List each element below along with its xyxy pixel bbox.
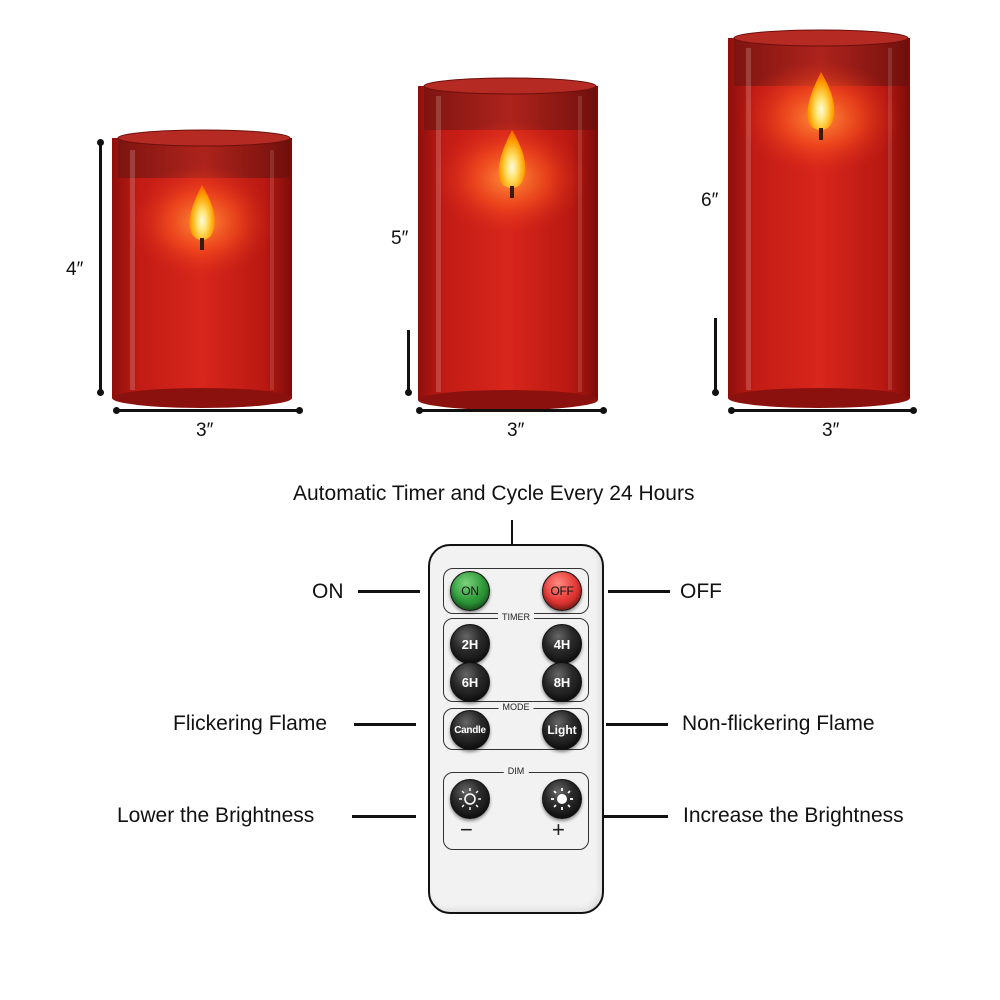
callout-increase-brightness: Increase the Brightness [683,804,904,827]
candle-medium [418,77,598,410]
height-label-medium: 5″ [391,228,409,249]
on-button[interactable]: ON [450,571,490,611]
dim-title: DIM [503,766,529,776]
height-label-small: 4″ [66,259,84,280]
callout-line [358,590,420,593]
remote-control: ON OFF TIMER 2H 4H 6H 8H MODE Candle Lig… [428,544,604,914]
timer-6h-button[interactable]: 6H [450,662,490,702]
callout-line [606,723,668,726]
height-label-large: 6″ [701,190,719,211]
flame-icon [807,72,835,140]
callout-on: ON [312,580,344,603]
plus-symbol: + [552,817,565,842]
height-dimension-line [407,330,410,394]
callout-off: OFF [680,580,722,603]
timer-4h-button[interactable]: 4H [542,624,582,664]
width-dimension-line [116,409,300,412]
sun-bright-icon [551,788,573,810]
light-mode-button[interactable]: Light [542,710,582,750]
width-label-medium: 3″ [507,420,525,441]
callout-lower-brightness: Lower the Brightness [117,804,315,827]
height-dimension-line [714,318,717,394]
dimension-endpoint [405,389,412,396]
height-dimension-line [99,143,102,393]
timer-caption: Automatic Timer and Cycle Every 24 Hours [293,482,695,505]
callout-flickering: Flickering Flame [173,712,328,735]
dimension-endpoint [600,407,607,414]
minus-symbol: − [460,817,473,842]
dimension-endpoint [97,139,104,146]
timer-8h-button[interactable]: 8H [542,662,582,702]
candle-illustration [112,29,910,410]
dimension-endpoint [97,389,104,396]
dimension-endpoint [728,407,735,414]
timer-title: TIMER [498,612,534,622]
dimension-endpoint [416,407,423,414]
width-label-small: 3″ [196,420,214,441]
timer-panel: TIMER 2H 4H 6H 8H [443,612,589,702]
dim-increase-button[interactable] [542,779,582,819]
width-label-large: 3″ [822,420,840,441]
dimension-endpoint [113,407,120,414]
callout-line [354,723,416,726]
width-dimension-line [420,409,604,412]
mode-panel: MODE Candle Light [443,702,589,750]
callout-line [608,590,670,593]
callout-line [604,815,668,818]
dimension-endpoint [712,389,719,396]
timer-2h-button[interactable]: 2H [450,624,490,664]
width-dimension-line [732,409,914,412]
flame-icon [498,130,526,198]
dim-panel: DIM − [443,766,589,850]
flame-icon [189,185,215,250]
mode-title: MODE [498,702,534,712]
candle-mode-button[interactable]: Candle [450,710,490,750]
candle-small [112,129,292,408]
power-panel: ON OFF [443,568,589,614]
callout-line [352,815,416,818]
dimension-endpoint [296,407,303,414]
callout-non-flickering: Non-flickering Flame [682,712,875,735]
sun-dim-icon [459,788,481,810]
dim-lower-button[interactable] [450,779,490,819]
dimension-endpoint [910,407,917,414]
off-button[interactable]: OFF [542,571,582,611]
